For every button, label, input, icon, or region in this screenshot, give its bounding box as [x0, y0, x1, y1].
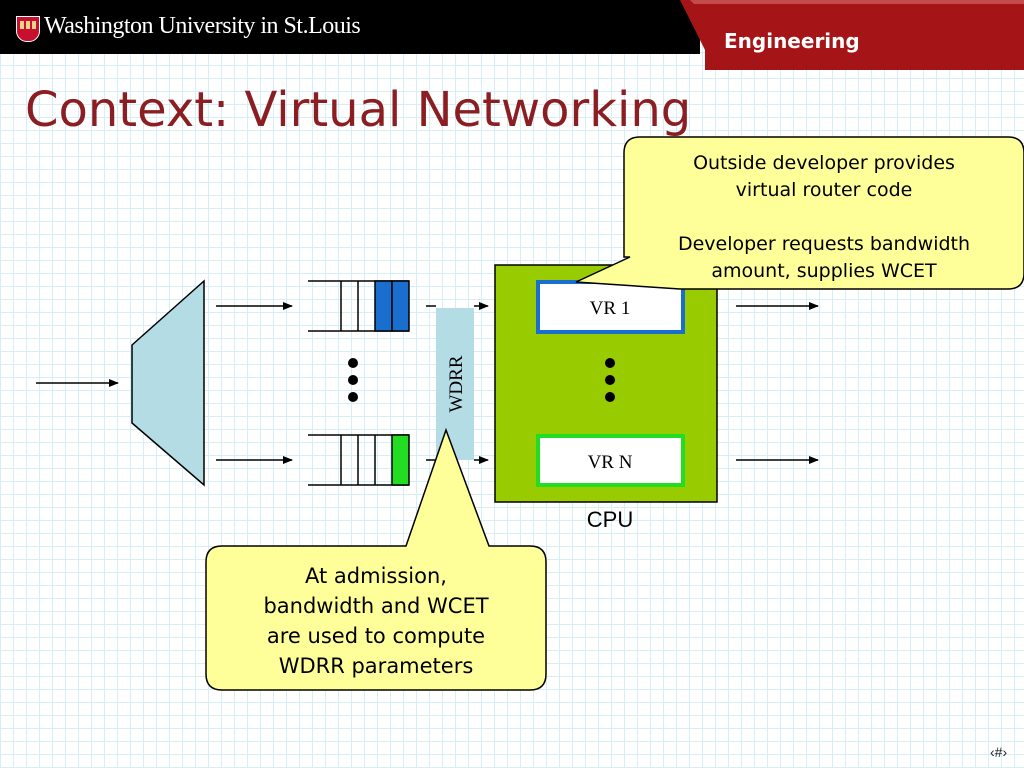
callout-bottom-line-4: WDRR parameters — [278, 654, 474, 678]
callout-top-line-3: Developer requests bandwidth — [677, 233, 971, 255]
callout-top-line-4: amount, supplies WCET — [711, 260, 937, 282]
header-red-highlight — [690, 0, 1024, 4]
school-name: Engineering — [724, 29, 860, 53]
demultiplexer-shape — [131, 279, 205, 487]
callout-top-line-1: Outside developer provides — [693, 152, 955, 174]
vr-bottom-label: VR N — [588, 452, 633, 473]
callout-bottom-text: At admission, bandwidth and WCET are use… — [210, 561, 542, 681]
wdrr-label: WDRR — [446, 355, 467, 412]
cpu-label: CPU — [587, 507, 633, 532]
callout-top-line-2: virtual router code — [735, 179, 913, 201]
callout-bottom-line-2: bandwidth and WCET — [263, 594, 489, 618]
university-shield-icon — [16, 16, 40, 42]
callout-top-text: Outside developer provides virtual route… — [628, 150, 1020, 285]
callout-top-bubble — [575, 136, 1024, 290]
wdrr-scheduler-box — [436, 308, 474, 460]
callout-bottom-line-3: are used to compute — [266, 624, 486, 648]
vr-ellipsis-dots — [605, 358, 615, 402]
slide-title: Context: Virtual Networking — [25, 82, 692, 138]
callout-top-spacer — [628, 204, 1020, 231]
vr-bottom-box — [536, 434, 685, 487]
university-name: Washington University in St.Louis — [44, 13, 361, 39]
queue-ellipsis-dots — [348, 358, 358, 402]
queue-top — [308, 280, 410, 332]
queue-top-packet-2 — [391, 280, 410, 332]
callout-bottom-bubble — [205, 427, 547, 691]
queue-top-packet-1 — [374, 280, 393, 332]
queue-bottom-packet-1 — [391, 434, 410, 486]
header-dark-band — [0, 0, 700, 54]
queue-bottom — [308, 434, 410, 486]
callout-bottom-line-1: At admission, — [305, 564, 447, 588]
slide-number: ‹#› — [990, 744, 1008, 760]
vr-top-label: VR 1 — [590, 298, 631, 319]
header-red-band — [680, 0, 1024, 70]
header-banner: Washington University in St.Louis Engine… — [0, 0, 1024, 70]
